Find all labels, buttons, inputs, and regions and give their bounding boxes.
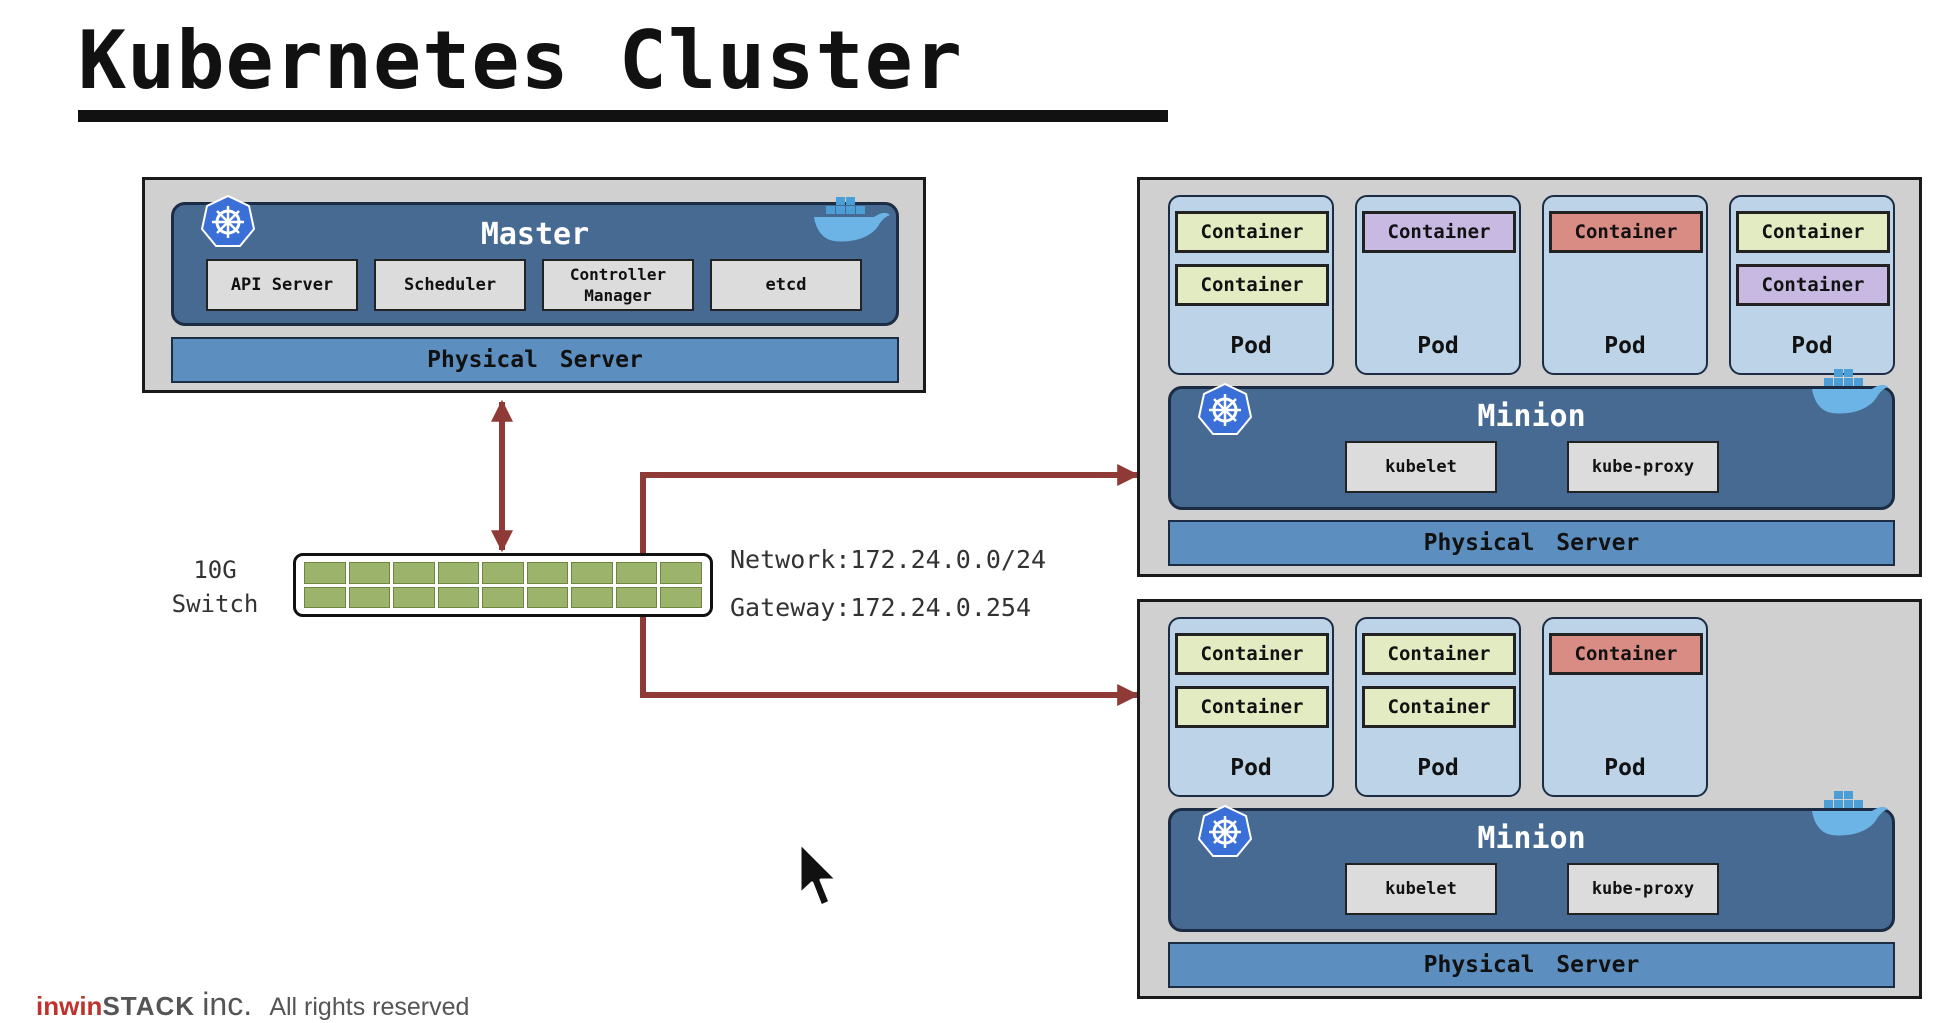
switch-minion2-link — [640, 617, 1140, 706]
pod: Container Pod — [1355, 195, 1521, 375]
brand-inwin: inwin — [36, 991, 103, 1021]
switch-port — [615, 586, 658, 608]
brand-stack: STACK — [102, 991, 196, 1021]
switch-port — [526, 586, 569, 608]
switch-port — [348, 586, 391, 608]
container: Container — [1175, 211, 1329, 253]
pod-label: Pod — [1604, 755, 1646, 781]
pod: Container Container Pod — [1168, 195, 1334, 375]
switch-port — [615, 562, 658, 584]
minion-server-2: Container Container Pod Container Contai… — [1137, 599, 1922, 999]
container: Container — [1549, 633, 1703, 675]
switch-port — [437, 586, 480, 608]
switch-port — [393, 562, 435, 584]
container: Container — [1175, 264, 1329, 306]
minion-physical-server: Physical Server — [1168, 520, 1895, 566]
pod-label: Pod — [1230, 333, 1272, 359]
container: Container — [1736, 211, 1890, 253]
title-underline — [78, 110, 1168, 122]
minion-node: Minion kubelet kube-proxy — [1168, 369, 1895, 510]
pod: Container Pod — [1542, 617, 1708, 797]
footer-brand: inwinSTACK inc. All rights reserved — [36, 986, 469, 1023]
switch-port — [393, 586, 435, 608]
pod-label: Pod — [1417, 755, 1459, 781]
kubernetes-helm-icon — [200, 194, 256, 247]
mouse-cursor-icon — [798, 841, 839, 908]
container: Container — [1549, 211, 1703, 253]
switch-port — [571, 562, 613, 584]
switch-port — [348, 562, 391, 584]
minion-label: Minion — [1477, 399, 1586, 434]
switch-port — [526, 562, 569, 584]
kubernetes-helm-icon — [1197, 382, 1253, 435]
docker-whale-icon — [1812, 791, 1888, 836]
switch-port — [482, 586, 524, 608]
switch-port — [660, 562, 702, 584]
master-physical-server: Physical Server — [171, 337, 899, 383]
pod-label: Pod — [1791, 333, 1833, 359]
pod: Container Container Pod — [1729, 195, 1895, 375]
switch-port — [304, 586, 346, 608]
kube-proxy: kube-proxy — [1567, 863, 1719, 915]
pod-label: Pod — [1230, 755, 1272, 781]
docker-whale-icon — [1812, 369, 1888, 414]
container: Container — [1362, 633, 1516, 675]
master-server: Master API Server Scheduler Controller M… — [142, 177, 926, 393]
brand-inc: inc. — [202, 986, 253, 1022]
switch-label: 10G Switch — [171, 556, 259, 618]
switch-port — [482, 562, 524, 584]
switch-port — [571, 586, 613, 608]
kubernetes-helm-icon — [1197, 804, 1253, 857]
container: Container — [1362, 686, 1516, 728]
controller-manager: Controller Manager — [542, 259, 694, 311]
gateway-address: Gateway:172.24.0.254 — [730, 593, 1032, 622]
footer-rights: All rights reserved — [269, 993, 470, 1021]
etcd: etcd — [710, 259, 862, 311]
scheduler: Scheduler — [374, 259, 526, 311]
minion-server-1: Container Container Pod Container Pod Co… — [1137, 177, 1922, 577]
switch-minion1-link — [640, 464, 1140, 553]
page-title: Kubernetes Cluster — [78, 14, 963, 107]
pod-label: Pod — [1417, 333, 1459, 359]
kubelet: kubelet — [1345, 863, 1497, 915]
switch-port — [660, 586, 702, 608]
container: Container — [1736, 264, 1890, 306]
api-server: API Server — [206, 259, 358, 311]
pod: Container Pod — [1542, 195, 1708, 375]
minion-physical-server: Physical Server — [1168, 942, 1895, 988]
pod-label: Pod — [1604, 333, 1646, 359]
master-node: Master API Server Scheduler Controller M… — [171, 194, 899, 326]
container: Container — [1175, 686, 1329, 728]
pod: Container Container Pod — [1168, 617, 1334, 797]
network-switch — [293, 553, 713, 617]
minion-node: Minion kubelet kube-proxy — [1168, 791, 1895, 932]
switch-port — [304, 562, 346, 584]
docker-whale-icon — [814, 197, 890, 242]
container: Container — [1175, 633, 1329, 675]
switch-port — [437, 562, 480, 584]
kube-proxy: kube-proxy — [1567, 441, 1719, 493]
master-label: Master — [480, 217, 590, 252]
container: Container — [1362, 211, 1516, 253]
minion-label: Minion — [1477, 821, 1586, 856]
network-address: Network:172.24.0.0/24 — [730, 545, 1047, 574]
pod: Container Container Pod — [1355, 617, 1521, 797]
kubelet: kubelet — [1345, 441, 1497, 493]
